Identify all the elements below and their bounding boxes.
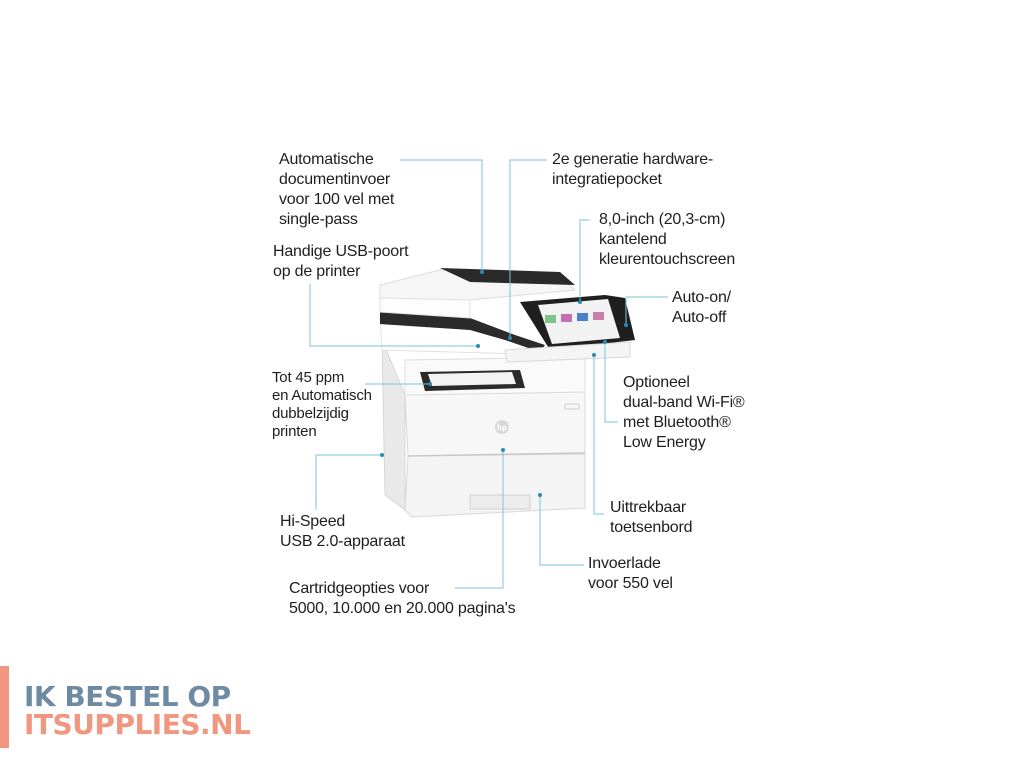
callout-line: dual-band Wi-Fi®: [623, 394, 745, 411]
logo-line1: IK BESTEL OP: [24, 680, 231, 713]
callout-line: Auto-on/: [672, 289, 731, 306]
printer-illustration: hp: [379, 268, 635, 518]
callout-usb-port: Handige USB-poort op de printer: [273, 242, 409, 282]
callout-line: Optioneel: [623, 374, 690, 391]
leader-lines: [309, 159, 668, 589]
callout-ppm: Tot 45 ppm en Automatisch dubbelzijdig p…: [272, 369, 372, 441]
callout-auto-on: Auto-on/ Auto-off: [672, 288, 731, 328]
callout-line: Uittrekbaar: [610, 499, 687, 516]
callout-keyboard: Uittrekbaar toetsenbord: [610, 498, 693, 538]
callout-line: Tot 45 ppm: [272, 369, 345, 386]
callout-line: documentinvoer: [279, 171, 391, 188]
hp-logo-icon: hp: [497, 424, 507, 432]
callout-line: Hi-Speed: [280, 513, 346, 530]
callout-line: voor 550 vel: [588, 575, 673, 592]
callout-line: 2e generatie hardware-: [552, 151, 714, 168]
callout-usb2: Hi-Speed USB 2.0-apparaat: [280, 512, 405, 552]
callout-line: 8,0-inch (20,3-cm): [599, 211, 726, 228]
callout-line: Invoerlade: [588, 555, 661, 572]
callout-adf: Automatische documentinvoer voor 100 vel…: [279, 150, 394, 230]
callout-line: op de printer: [273, 263, 361, 280]
callout-hip: 2e generatie hardware- integratiepocket: [552, 150, 713, 190]
callout-line: Automatische: [279, 151, 374, 168]
callout-line: met Bluetooth®: [623, 414, 731, 431]
callout-line: 5000, 10.000 en 20.000 pagina's: [289, 600, 516, 617]
callout-line: integratiepocket: [552, 171, 662, 188]
callout-tray: Invoerlade voor 550 vel: [588, 554, 673, 594]
leader-dots: [380, 270, 628, 497]
callout-wifi: Optioneel dual-band Wi-Fi® met Bluetooth…: [623, 373, 745, 453]
callout-line: kantelend: [599, 231, 667, 248]
callout-line: Handige USB-poort: [273, 243, 409, 260]
logo-line2: ITSUPPLIES.NL: [24, 708, 251, 741]
callout-line: kleurentouchscreen: [599, 251, 736, 268]
callout-line: toetsenbord: [610, 519, 693, 536]
callout-line: voor 100 vel met: [279, 191, 395, 208]
callout-line: Low Energy: [623, 434, 706, 451]
callout-line: single-pass: [279, 211, 358, 228]
callout-line: USB 2.0-apparaat: [280, 533, 405, 550]
callout-line: Auto-off: [672, 309, 727, 326]
logo-accent-bar: [0, 666, 9, 748]
callout-line: printen: [272, 423, 317, 440]
callout-cartridge: Cartridgeopties voor 5000, 10.000 en 20.…: [289, 579, 516, 619]
callout-line: Cartridgeopties voor: [289, 580, 430, 597]
callout-touchscreen: 8,0-inch (20,3-cm) kantelend kleurentouc…: [599, 210, 735, 270]
callout-line: dubbelzijdig: [272, 405, 349, 422]
callout-line: en Automatisch: [272, 387, 372, 404]
itsupplies-logo[interactable]: IK BESTEL OP ITSUPPLIES.NL: [0, 666, 251, 748]
